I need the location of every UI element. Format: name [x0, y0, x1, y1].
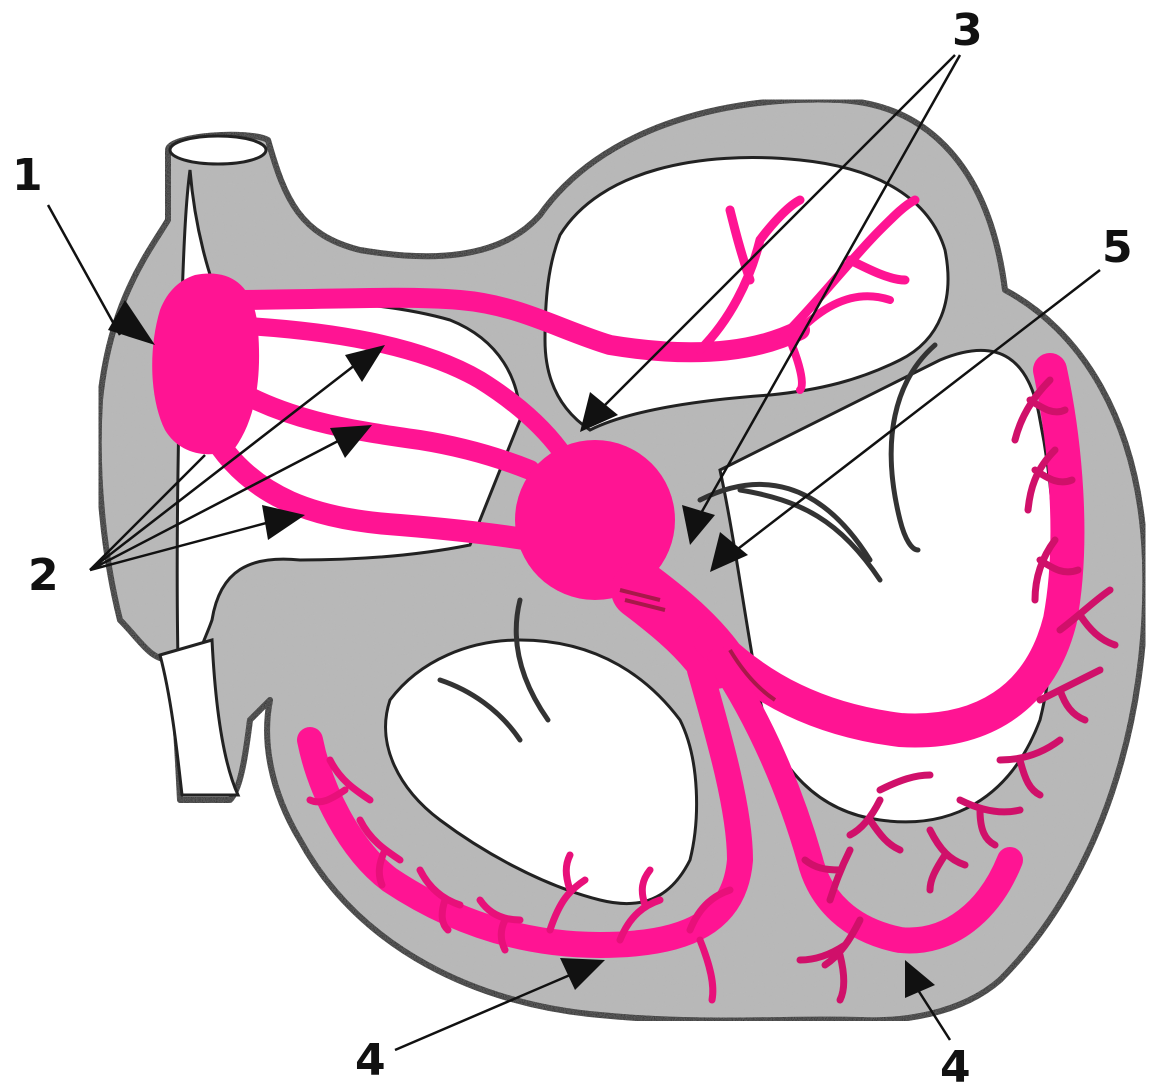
label-2: 2 [28, 550, 59, 601]
pointer-1 [48, 205, 120, 335]
label-5: 5 [1102, 222, 1133, 273]
superior-vena-cava [170, 136, 266, 164]
label-4-right: 4 [940, 1042, 971, 1089]
sa-node [152, 273, 259, 454]
label-4-left: 4 [355, 1035, 386, 1086]
label-3: 3 [952, 5, 983, 56]
label-1: 1 [12, 150, 43, 201]
